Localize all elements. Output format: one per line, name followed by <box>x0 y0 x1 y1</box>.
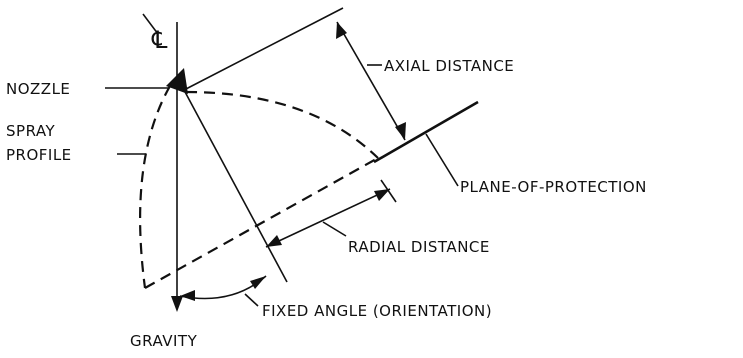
spray-profile-bottom <box>144 157 379 289</box>
axial-distance-label: AXIAL DISTANCE <box>384 57 514 75</box>
axial-arrow-top <box>336 22 347 39</box>
radial-distance-label: RADIAL DISTANCE <box>348 238 490 256</box>
axial-arrow-bottom <box>395 122 406 140</box>
spray-profile-arc-right <box>185 90 379 159</box>
plane-of-protection-line <box>373 100 479 164</box>
radial-arrow-left <box>266 235 282 247</box>
nozzle-symbol <box>166 68 188 94</box>
axial-extension-line <box>183 7 344 91</box>
radial-arrow-right <box>374 189 390 201</box>
plane-of-protection-leader <box>425 133 459 187</box>
gravity-label: GRAVITY <box>130 332 198 350</box>
radial-leader <box>322 221 347 237</box>
centerline-symbol: ℄ <box>151 26 168 54</box>
axial-dimension-line <box>336 21 406 141</box>
spray-profile-label-line1: SPRAY <box>6 122 55 140</box>
fixed-angle-arrow-left <box>180 290 195 301</box>
fixed-angle-arrow-right <box>250 276 266 289</box>
spray-profile-arc-left <box>139 85 171 289</box>
plane-of-protection-label: PLANE-OF-PROTECTION <box>460 178 647 196</box>
fixed-angle-label: FIXED ANGLE (ORIENTATION) <box>262 302 492 320</box>
radial-extension-line <box>380 179 397 203</box>
centerline-tick <box>142 13 159 35</box>
nozzle-label: NOZZLE <box>6 80 70 98</box>
fixed-angle-leader <box>244 293 259 307</box>
radial-dimension-line <box>265 188 391 248</box>
gravity-arrowhead <box>171 296 183 312</box>
nozzle-axis-line <box>183 89 288 283</box>
spray-profile-label-line2: PROFILE <box>6 146 72 164</box>
